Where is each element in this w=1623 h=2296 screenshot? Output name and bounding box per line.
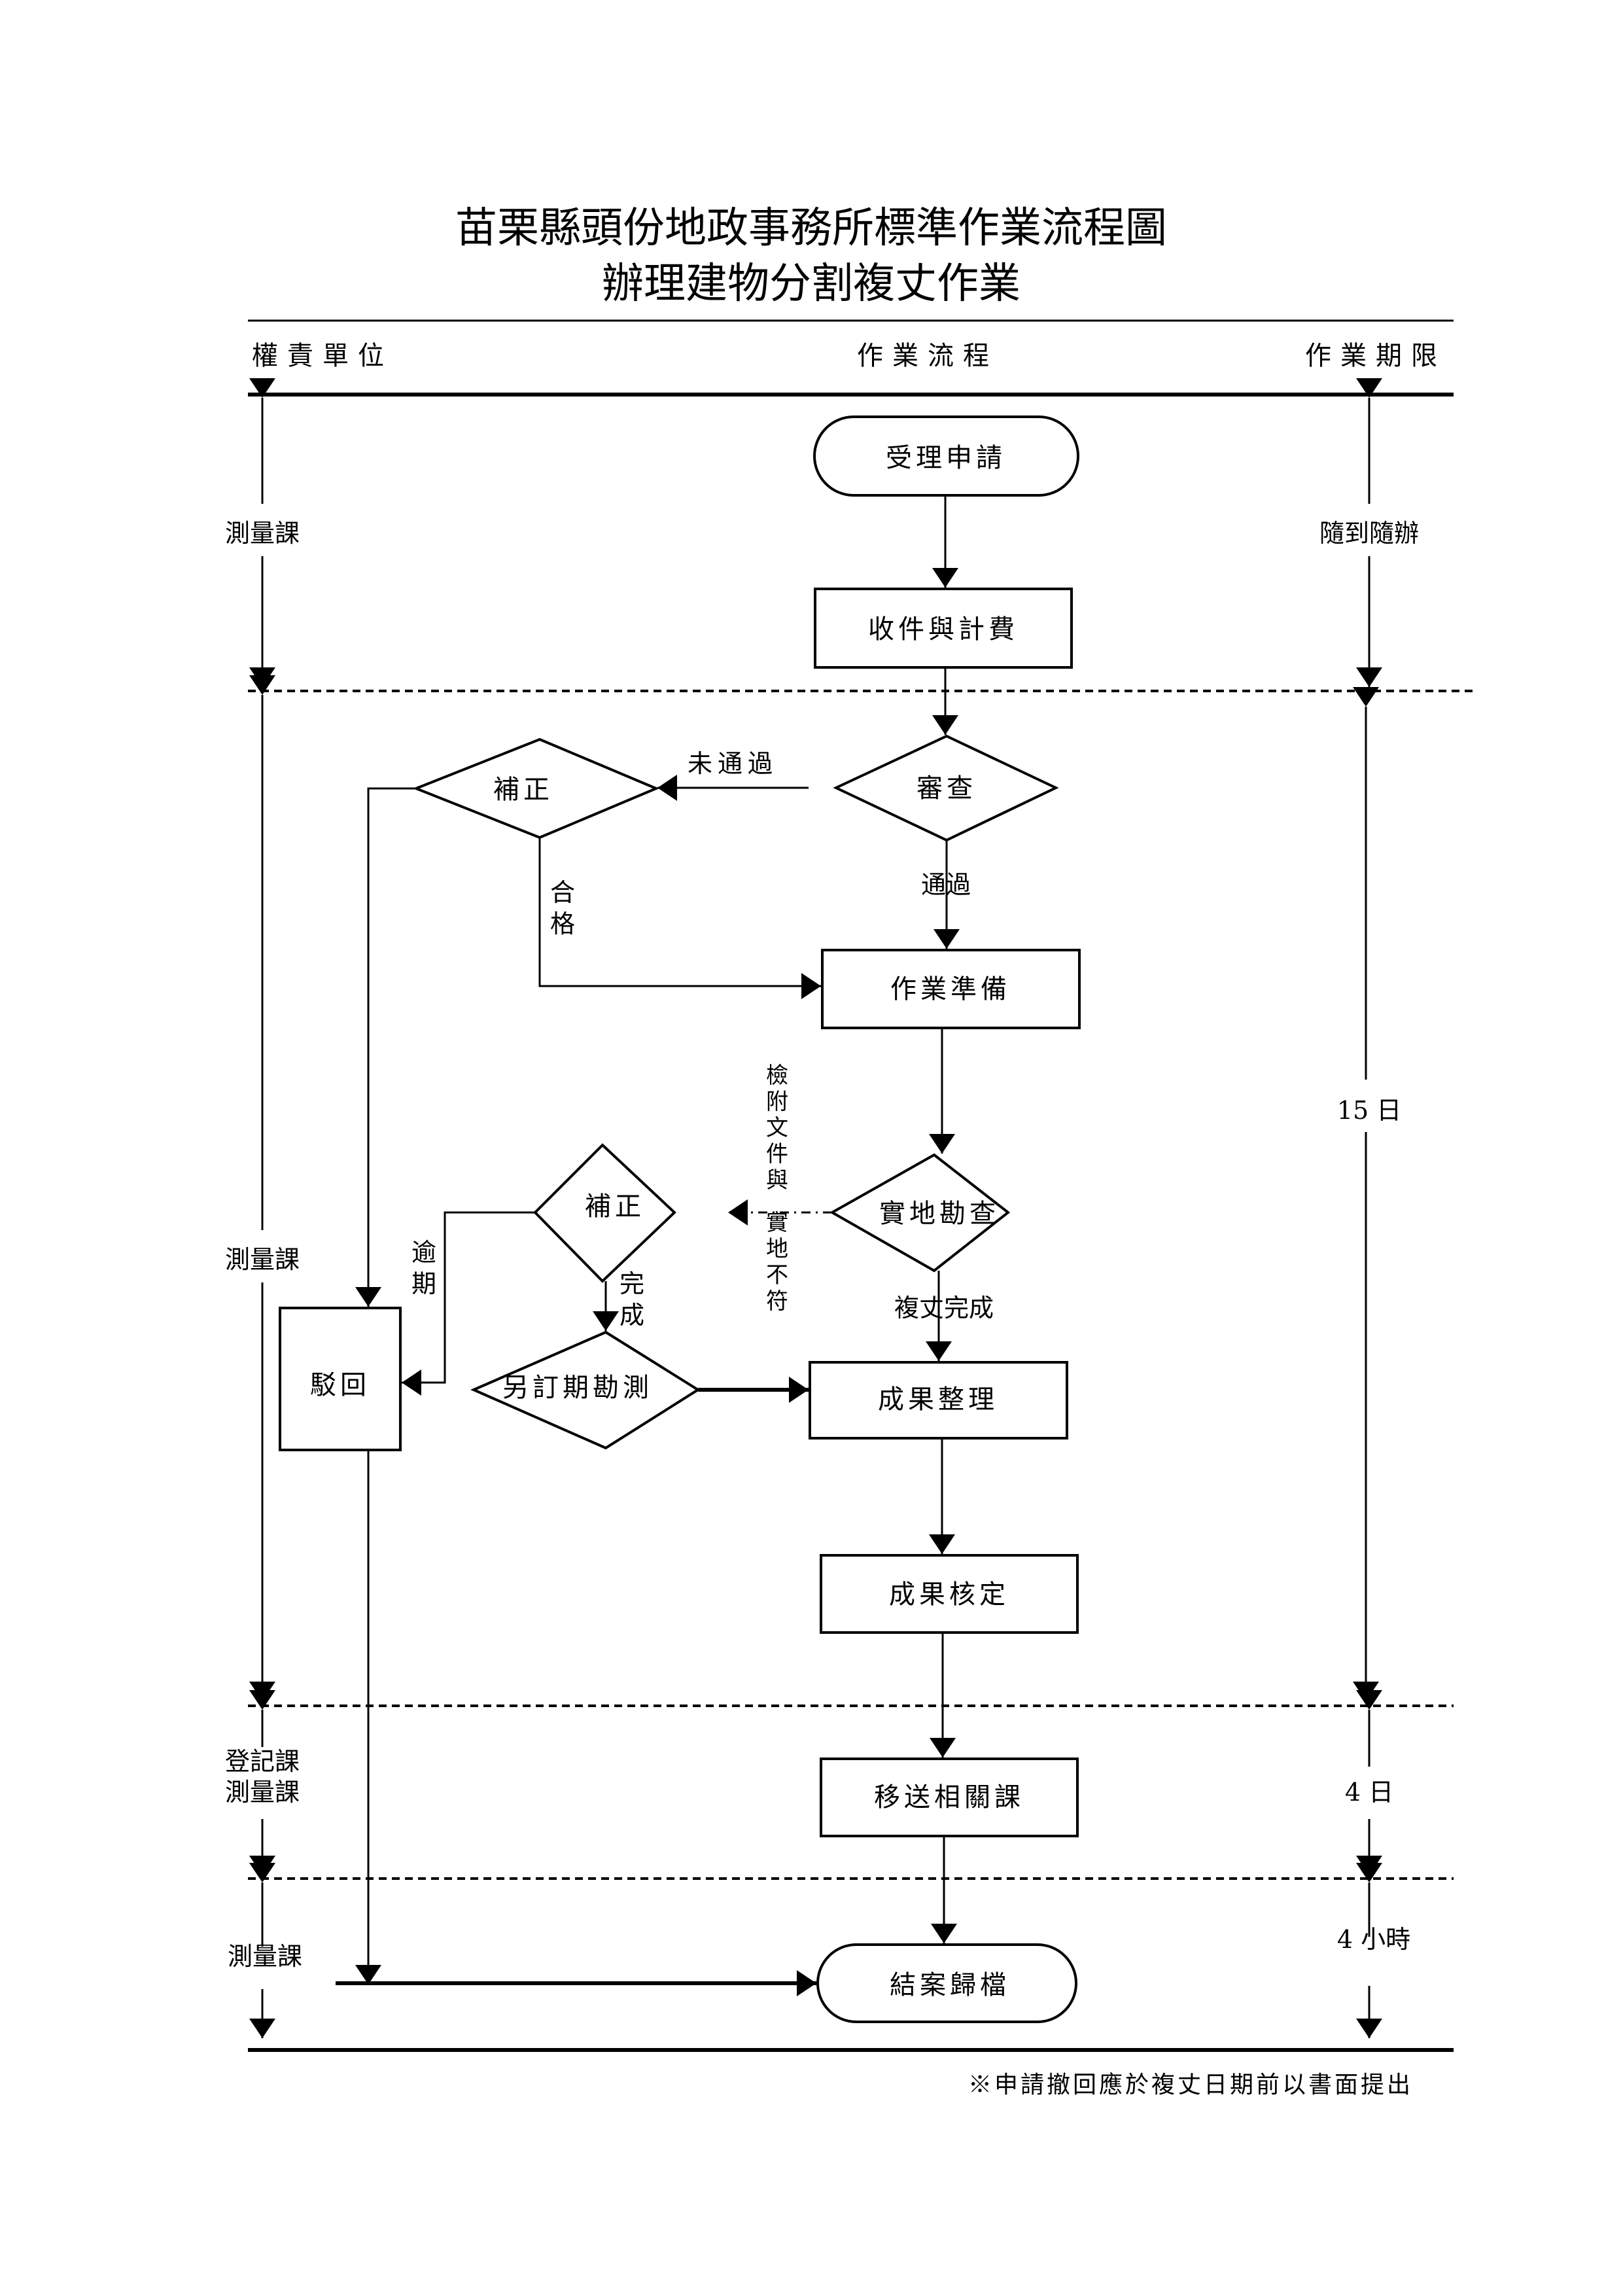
svg-text:件: 件 bbox=[766, 1141, 788, 1167]
svg-text:與: 與 bbox=[766, 1167, 788, 1193]
node-receive-and-fee[interactable] bbox=[814, 588, 1073, 669]
lane-4-deadline: 4 小時 bbox=[1337, 1925, 1410, 1954]
node-close-and-archive[interactable] bbox=[816, 1943, 1077, 2023]
edge-label-passed: 通過 bbox=[921, 870, 971, 899]
edge-correction-2-overdue-to-reject bbox=[402, 1211, 535, 1396]
edge-label-not-passed: 未通過 bbox=[688, 749, 778, 778]
node-field-survey-label: 實地勘查 bbox=[879, 1199, 1000, 1229]
node-reject-label: 駁回 bbox=[310, 1370, 370, 1400]
node-result-approval[interactable] bbox=[820, 1554, 1079, 1634]
edge-label-qualified-1: 合 bbox=[550, 878, 575, 907]
svg-text:地: 地 bbox=[766, 1236, 788, 1262]
node-transfer-sections[interactable] bbox=[820, 1757, 1079, 1837]
edge-label-survey-complete: 複丈完成 bbox=[894, 1294, 994, 1322]
node-result-arrangement[interactable] bbox=[809, 1361, 1068, 1439]
svg-text:符: 符 bbox=[766, 1288, 788, 1315]
node-correction-2[interactable] bbox=[533, 1143, 676, 1283]
header-responsible-unit: 權責單位 bbox=[252, 341, 393, 371]
node-reschedule-survey[interactable] bbox=[470, 1330, 701, 1450]
node-preparation[interactable] bbox=[821, 949, 1081, 1029]
edge-correction-1-to-reject bbox=[355, 787, 416, 1307]
lane-2-unit: 測量課 bbox=[225, 1245, 300, 1274]
lane-1-unit: 測量課 bbox=[225, 519, 300, 548]
edge-label-completed-2: 成 bbox=[620, 1301, 644, 1330]
edge-label-doc-mismatch: 檢 附 文 件 與 實 地 不 符 bbox=[766, 1063, 788, 1315]
edge-label-overdue-1: 逾 bbox=[411, 1238, 436, 1267]
svg-text:檢: 檢 bbox=[766, 1063, 788, 1089]
node-transfer-sections-label: 移送相關課 bbox=[874, 1782, 1024, 1812]
lane-3-unit-line-2: 測量課 bbox=[225, 1778, 300, 1807]
node-preparation-label: 作業準備 bbox=[890, 974, 1011, 1004]
lane-3-deadline: 4 日 bbox=[1345, 1778, 1393, 1807]
page-title: 苗栗縣頭份地政事務所標準作業流程圖 bbox=[455, 204, 1167, 253]
node-correction-1-label: 補正 bbox=[493, 775, 553, 805]
node-review-label: 審查 bbox=[916, 773, 977, 804]
edge-label-completed-1: 完 bbox=[620, 1269, 644, 1298]
svg-text:文: 文 bbox=[766, 1115, 788, 1141]
edge-label-overdue-2: 期 bbox=[411, 1269, 436, 1298]
node-result-approval-label: 成果核定 bbox=[889, 1580, 1009, 1610]
svg-text:不: 不 bbox=[766, 1262, 788, 1288]
lane-1-deadline: 隨到隨辦 bbox=[1319, 519, 1419, 548]
node-result-arrangement-label: 成果整理 bbox=[878, 1385, 998, 1415]
page-subtitle: 辦理建物分割複丈作業 bbox=[602, 260, 1021, 308]
node-reschedule-survey-label: 另訂期勘測 bbox=[502, 1373, 653, 1403]
node-field-survey[interactable] bbox=[829, 1153, 1011, 1273]
lane-2-deadline: 15 日 bbox=[1337, 1096, 1401, 1125]
node-close-and-archive-label: 結案歸檔 bbox=[890, 1970, 1010, 2000]
svg-text:實: 實 bbox=[766, 1210, 788, 1236]
node-correction-2-label: 補正 bbox=[585, 1192, 645, 1222]
node-accept-application-label: 受理申請 bbox=[886, 443, 1006, 473]
lane-3-unit-line-1: 登記課 bbox=[225, 1747, 300, 1776]
svg-text:附: 附 bbox=[766, 1089, 788, 1115]
lane-4-unit: 測量課 bbox=[228, 1942, 302, 1971]
header-deadline: 作業期限 bbox=[1305, 341, 1446, 371]
header-workflow: 作業流程 bbox=[857, 341, 998, 371]
footnote: ※申請撤回應於複丈日期前以書面提出 bbox=[968, 2072, 1413, 2098]
edge-label-qualified-2: 格 bbox=[550, 910, 575, 938]
node-reject[interactable] bbox=[279, 1307, 402, 1451]
edge-correction-1-qualified-to-preparation bbox=[538, 838, 821, 999]
node-receive-and-fee-label: 收件與計費 bbox=[868, 614, 1019, 645]
